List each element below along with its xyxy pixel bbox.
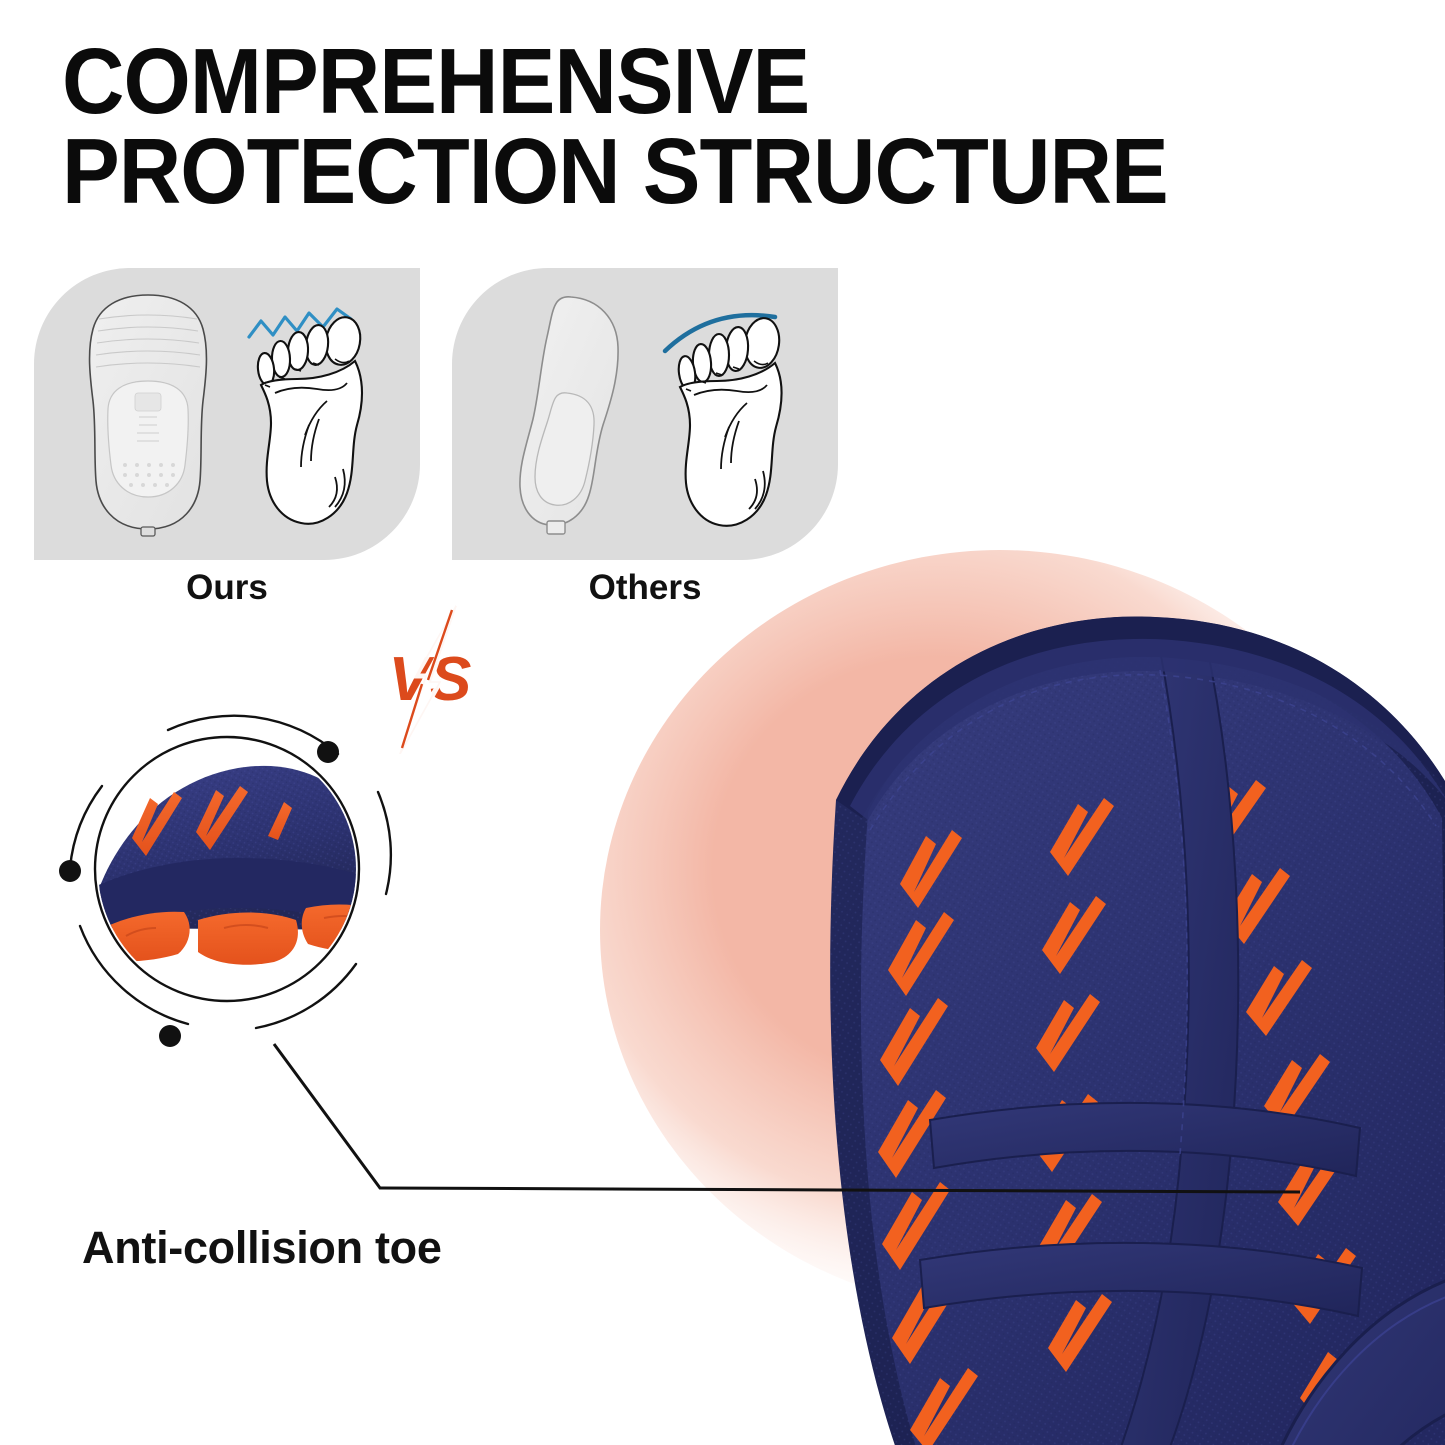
shoe-toe-body [830,616,1445,1445]
wide-toe-box-sole-outline-icon [88,294,208,537]
leader-line-icon [272,1043,1301,1194]
ring-dot-icon [59,860,81,882]
comparison-panel-ours [34,268,420,560]
spread-toes-foot-icon [247,307,363,525]
others-figures [452,268,838,560]
ring-dot-icon [159,1025,181,1047]
smooth-arc-icon [662,312,778,354]
comparison-label-ours: Ours [186,568,268,607]
product-photo [600,550,1445,1445]
bolt-accent-lower-icon [400,683,424,749]
navy-overlay-bands [918,640,1364,1445]
callout-caption: Anti-collision toe [82,1222,442,1273]
toe-rand-highlight [850,639,1445,820]
ring-dot-icon [317,741,339,763]
toe-rand-bumper [836,616,1445,818]
callout-zoom-circle [38,688,428,1078]
comparison-section: VS Ours Others [0,268,880,754]
ours-figures [34,268,420,560]
zigzag-wave-icon [247,307,353,339]
bolt-divider-icon [397,604,459,754]
comparison-label-others: Others [588,568,702,607]
narrow-tapered-sole-outline-icon [519,296,619,535]
vs-badge: VS [382,604,478,754]
stitch-lines [869,669,1437,1155]
bolt-accent-icon [426,609,454,681]
page-title: COMPREHENSIVE PROTECTION STRUCTURE [62,29,1169,224]
dashed-circle-ring-icon [59,714,393,1047]
compressed-toes-foot-icon [662,312,783,527]
hook-and-loop-strap [1258,1270,1445,1445]
comparison-panel-others [452,268,838,560]
